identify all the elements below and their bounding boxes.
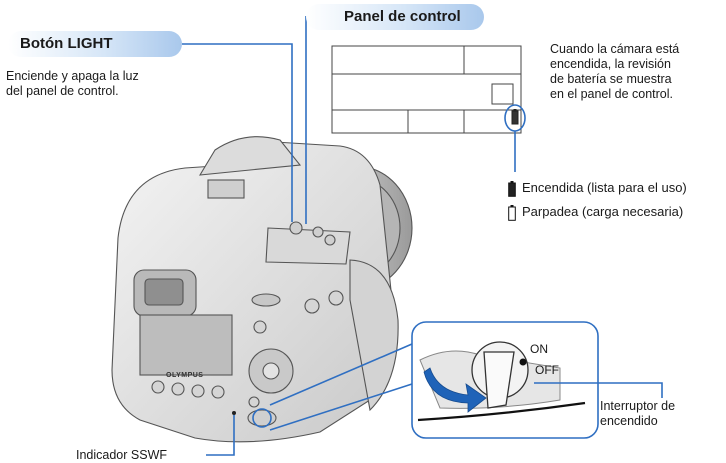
camera-body (111, 136, 413, 443)
power-switch-inset (411, 321, 599, 439)
rotation-arrow-icon (423, 367, 487, 413)
battery-note: Cuando la cámara está encendida, la revi… (550, 42, 679, 102)
light-button-desc-line-2: del panel de control. (6, 84, 119, 98)
brand-logo: OLYMPUS (166, 372, 204, 379)
battery-full-icon (508, 180, 516, 197)
light-button-title: Botón LIGHT (8, 31, 182, 57)
control-panel-diagram (331, 45, 526, 134)
power-switch-label: Interruptor de encendido (600, 399, 675, 429)
battery-low-label: Parpadea (carga necesaria) (522, 204, 684, 219)
battery-note-line-3: de batería se muestra (550, 72, 672, 86)
battery-note-line-2: encendida, la revisión (550, 57, 671, 71)
sswf-indicator-label: Indicador SSWF (76, 448, 168, 462)
light-button-desc-line-1: Enciende y apaga la luz (6, 69, 139, 83)
light-button-description: Enciende y apaga la luz del panel de con… (6, 69, 139, 99)
switch-on-label: ON (530, 342, 548, 356)
callout-lines (182, 16, 663, 456)
battery-full-label: Encendida (lista para el uso) (522, 180, 687, 195)
battery-note-line-4: en el panel de control. (550, 87, 674, 101)
battery-note-line-1: Cuando la cámara está (550, 42, 680, 56)
battery-full-row: Encendida (lista para el uso) (508, 180, 687, 197)
switch-off-label: OFF (535, 363, 559, 377)
battery-low-row: Parpadea (carga necesaria) (508, 204, 683, 221)
power-switch-line-1: Interruptor de (600, 399, 676, 413)
control-panel-title: Panel de control (306, 4, 484, 30)
power-switch-line-2: encendido (600, 414, 658, 428)
battery-low-icon (508, 204, 516, 221)
